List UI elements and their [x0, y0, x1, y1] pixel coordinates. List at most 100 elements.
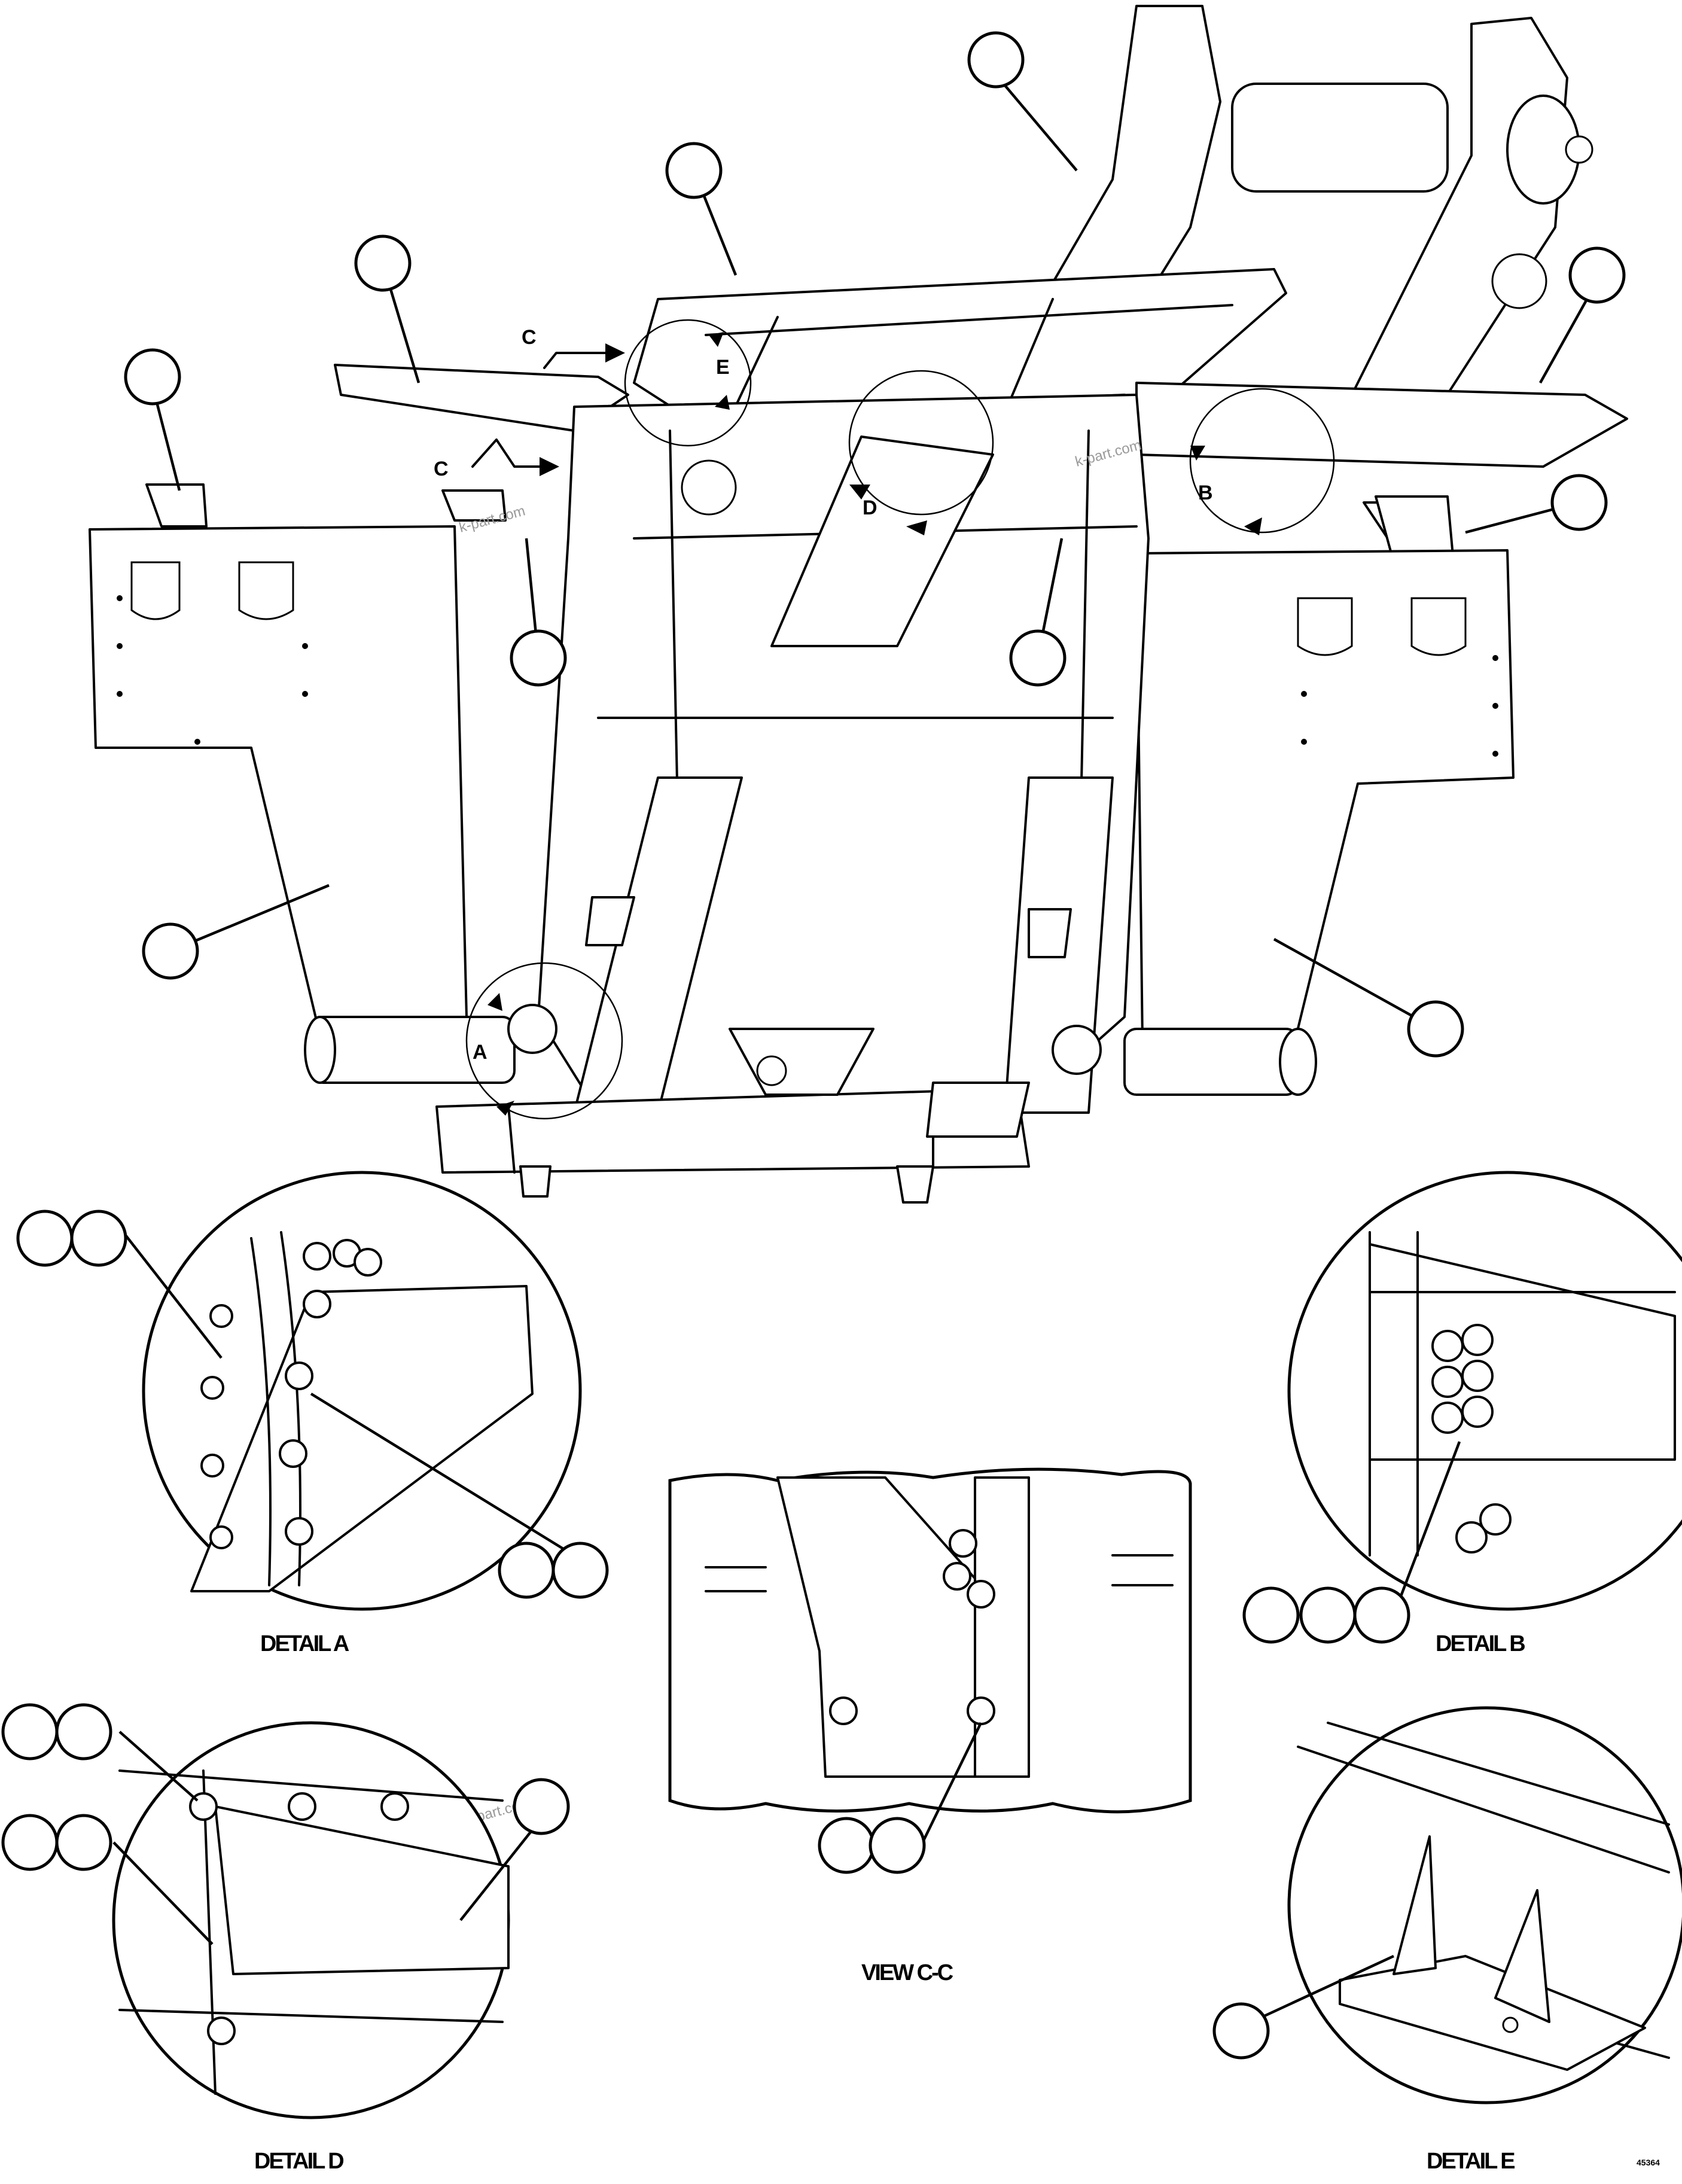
view-c-bottom-arrowhead: [540, 457, 559, 476]
detail-a: DETAIL A: [16, 1171, 609, 1656]
bolt-icon: [1455, 1521, 1488, 1554]
balloon-cab-deck: [665, 142, 723, 199]
view-letter-e: E: [716, 356, 730, 379]
figure-number: 45364: [1637, 2158, 1660, 2167]
left-step: [585, 896, 635, 946]
detail-a-bolts: [200, 1239, 382, 1549]
loader-arm-right: [1339, 17, 1568, 420]
balloon-right-panel: [1407, 1000, 1464, 1058]
detail-a-balloon-4: [551, 1542, 609, 1599]
right-panel-cutout-2: [1410, 597, 1467, 656]
detail-e-gusset-left: [1392, 1835, 1437, 1975]
left-axle-flange: [507, 1004, 557, 1054]
main-frame-assembly: [89, 5, 1628, 1204]
detail-e-arrowhead-2: [715, 395, 730, 410]
bolt-icon: [1461, 1324, 1494, 1356]
detail-b-bracket: [1369, 1231, 1676, 1556]
bolt-icon: [949, 1529, 977, 1558]
view-cc-slots: [705, 1554, 1174, 1592]
detail-a-callout: [465, 962, 623, 1120]
view-cc-balloon-2: [869, 1817, 926, 1874]
bolt-icon: [1461, 1360, 1494, 1392]
right-axle-flange: [1052, 1025, 1102, 1075]
bolt-icon: [1431, 1330, 1464, 1362]
bolt-icon: [209, 1525, 233, 1549]
detail-e-base-plate: [1339, 1955, 1646, 2071]
detail-d-beam: [214, 1805, 510, 1975]
bolt-icon: [380, 1792, 409, 1821]
balloon-loader-arm: [967, 31, 1025, 89]
detail-d-arrowhead: [849, 485, 870, 499]
center-diagonal-beam: [770, 435, 994, 647]
balloon-left-beam: [354, 234, 412, 292]
bolt-icon: [1479, 1503, 1512, 1536]
bolt-icon: [943, 1562, 971, 1591]
detail-b-callout: [1189, 388, 1335, 534]
bolt-icon: [200, 1376, 224, 1400]
chassis-rails: [597, 430, 1138, 1018]
left-panel-cutout-2: [238, 561, 294, 620]
detail-b-balloon-1: [1242, 1586, 1300, 1644]
center-mount-pad: [441, 489, 507, 522]
balloon-right-mount: [1550, 474, 1608, 531]
bolt-icon: [967, 1696, 995, 1725]
view-letter-c-bottom: C: [434, 458, 449, 480]
bolt-icon: [829, 1696, 858, 1725]
bolt-icon: [1431, 1366, 1464, 1398]
bolt-icon: [288, 1792, 316, 1821]
panel-fastener-dots: [117, 595, 1498, 757]
detail-e-gusset-right: [1494, 1889, 1550, 2023]
view-letter-c-top: C: [522, 326, 537, 349]
arm-lower-boss: [1491, 253, 1547, 309]
balloon-left-mount: [124, 348, 181, 406]
view-letter-d: D: [863, 496, 877, 519]
view-cc-caption: VIEW C-C: [861, 1960, 953, 1985]
bolt-icon: [303, 1290, 331, 1318]
detail-a-arrowhead: [487, 993, 502, 1011]
view-c-bottom-arrow: [471, 438, 551, 468]
right-step: [1028, 908, 1072, 958]
detail-d-balloon-4: [55, 1814, 112, 1871]
bolt-icon: [285, 1361, 313, 1390]
right-axle-end: [1279, 1028, 1317, 1096]
main-view-balloons: [124, 31, 1626, 1058]
detail-b-balloon-3: [1353, 1586, 1410, 1644]
detail-a-arrowhead-2: [496, 1101, 514, 1116]
detail-d-caption: DETAIL D: [254, 2149, 343, 2174]
detail-a-balloon-1: [16, 1210, 74, 1267]
detail-b-bolts: [1431, 1324, 1512, 1554]
detail-a-balloon-3: [498, 1542, 555, 1599]
arm-pivot-hole: [1565, 135, 1593, 164]
detail-d-arrowhead-2: [906, 520, 927, 535]
bolt-icon: [1431, 1402, 1464, 1434]
detail-d-balloon-2: [55, 1703, 112, 1760]
view-c-top-arrow: [543, 352, 617, 369]
bolt-icon: [209, 1304, 233, 1328]
detail-d-balloon-5: [513, 1778, 570, 1835]
bolt-icon: [207, 2017, 236, 2045]
right-panel-cutout-1: [1297, 597, 1353, 656]
detail-e: DETAIL E: [1212, 1706, 1682, 2174]
cross-tube: [1231, 83, 1449, 193]
right-axle-tube: [1123, 1028, 1299, 1096]
detail-d-balloon-1: [1, 1703, 59, 1760]
front-right-step: [926, 1082, 1030, 1138]
left-mount-pad: [145, 483, 208, 528]
view-cc-balloon-1: [818, 1817, 875, 1874]
bolt-icon: [200, 1454, 224, 1478]
left-axle-end: [304, 1016, 336, 1084]
detail-a-balloon-2: [70, 1210, 127, 1267]
detail-b-arrowhead-2: [1244, 517, 1262, 535]
bolt-icon: [1461, 1396, 1494, 1428]
right-upper-beam: [1135, 382, 1628, 468]
bolt-icon: [303, 1242, 331, 1271]
view-letter-a: A: [473, 1041, 487, 1064]
front-hitch-pin: [756, 1055, 787, 1086]
chassis-round-port: [681, 459, 737, 516]
detail-d-callout: [848, 370, 994, 516]
bolt-icon: [354, 1248, 382, 1277]
right-lift-eye: [896, 1165, 934, 1204]
view-c-top-arrowhead: [605, 343, 625, 363]
